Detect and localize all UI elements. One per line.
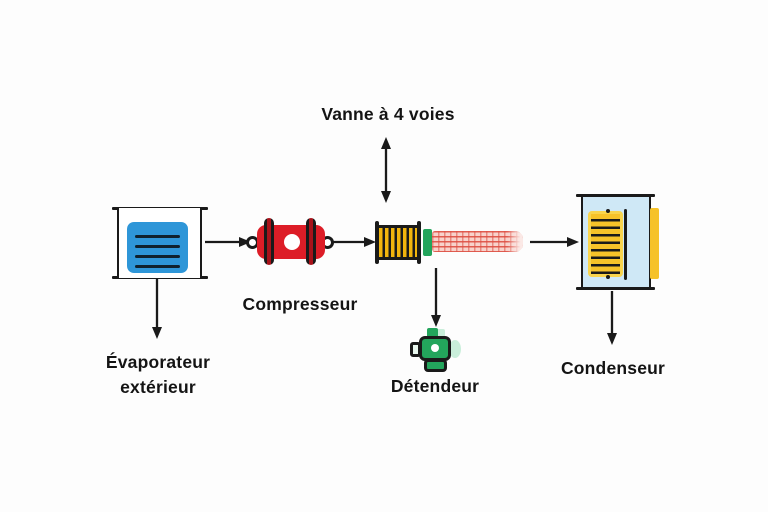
expansion-valve-cap [427, 328, 438, 338]
evaporator-label-line1: Évaporateur [105, 352, 211, 372]
expansion-valve-label: Détendeur [390, 376, 480, 396]
valve-down-arrow-icon [431, 268, 441, 327]
expansion-inlet-icon [423, 229, 432, 256]
valve-to-condenser-arrow-icon [530, 237, 579, 247]
expansion-valve-port [431, 344, 439, 352]
condenser-coil-pin [606, 209, 610, 213]
condenser-coil-backplate [624, 209, 627, 280]
evaporator-fin [135, 265, 180, 268]
compressor-flange [306, 218, 316, 265]
condenser-side-bar [650, 208, 659, 279]
evaporator-fin [135, 245, 180, 248]
evaporator-label: Évaporateur extérieur [78, 350, 238, 400]
compressor-port [284, 234, 300, 250]
evaporator-label-line2: extérieur [120, 377, 196, 397]
compressor-label: Compresseur [242, 294, 358, 314]
four-way-valve-icon [379, 225, 417, 260]
condenser-down-arrow-icon [607, 291, 617, 345]
condenser-coil-fins [591, 214, 620, 274]
compressor-flange [264, 218, 274, 265]
condenser-top-plate [576, 194, 655, 197]
condenser-label: Condenseur [560, 358, 666, 378]
evaporator-fin [135, 255, 180, 258]
four-way-valve-double-arrow-icon [381, 137, 391, 203]
condenser-coil-pin [606, 275, 610, 279]
evaporator-fin [135, 235, 180, 238]
valve-left-plate [375, 221, 379, 264]
condenser-bottom-plate [576, 287, 655, 290]
evaporator-down-arrow-icon [152, 279, 162, 339]
expansion-valve-cap-highlight [433, 329, 445, 338]
evaporator-to-compressor-arrow-icon [205, 237, 251, 247]
evaporator-icon [127, 222, 188, 273]
four-way-valve-label: Vanne à 4 voies [321, 104, 455, 124]
expansion-valve-right-tab [449, 340, 461, 358]
compressor-to-valve-arrow-icon [332, 237, 376, 247]
valve-right-plate [417, 221, 421, 264]
heat-exchanger-mesh-icon [432, 231, 523, 252]
condenser-coil [588, 211, 623, 277]
